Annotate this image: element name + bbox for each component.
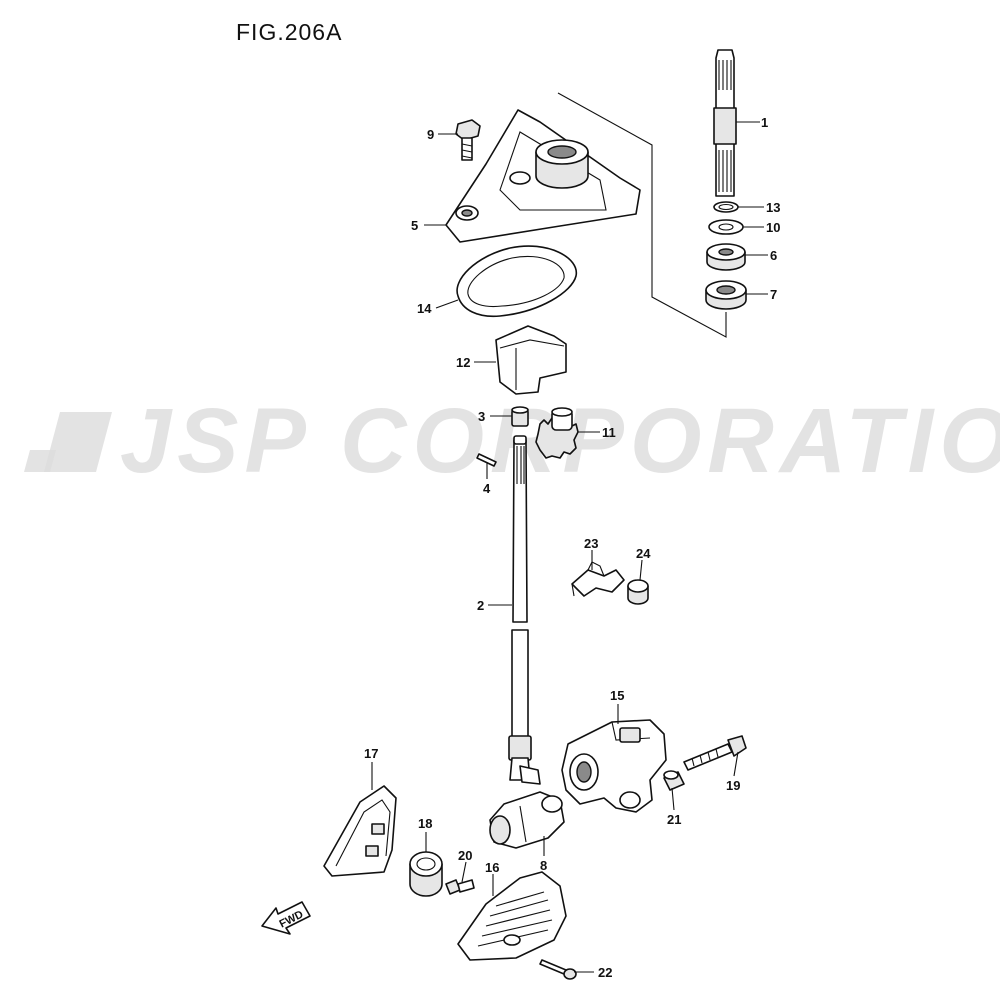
figure-title: FIG.206A bbox=[236, 19, 342, 45]
callout-12: 12 bbox=[456, 355, 470, 370]
callout-24: 24 bbox=[636, 546, 651, 561]
part-24-cap bbox=[627, 579, 649, 605]
part-19-bolt bbox=[683, 735, 747, 771]
part-11-gear bbox=[535, 407, 579, 459]
part-2-shift-rod bbox=[508, 435, 541, 785]
forward-direction-arrow: FWD bbox=[261, 901, 311, 935]
part-12-bracket bbox=[495, 325, 567, 395]
watermark: JSP CORPORATION bbox=[24, 390, 1000, 492]
part-4-pin bbox=[476, 453, 497, 467]
callout-8: 8 bbox=[540, 858, 547, 873]
assembly-bracket-line bbox=[557, 92, 727, 338]
callout-21: 21 bbox=[667, 812, 681, 827]
callout-14: 14 bbox=[417, 301, 432, 316]
part-18-bushing bbox=[409, 851, 443, 897]
part-5-housing bbox=[445, 109, 641, 243]
callout-20: 20 bbox=[458, 848, 472, 863]
leader-lines bbox=[371, 121, 768, 973]
callout-9: 9 bbox=[427, 127, 434, 142]
part-7-seal bbox=[705, 280, 747, 310]
part-22-screw bbox=[539, 959, 577, 980]
callout-5: 5 bbox=[411, 218, 418, 233]
part-15-shift-housing bbox=[561, 719, 667, 813]
callout-10: 10 bbox=[766, 220, 780, 235]
part-17-cover bbox=[323, 785, 397, 877]
part-13-ring bbox=[713, 201, 739, 213]
callout-16: 16 bbox=[485, 860, 499, 875]
callout-labels: 1 2 3 4 5 6 7 8 9 10 11 12 13 14 15 16 1… bbox=[364, 115, 780, 980]
callout-18: 18 bbox=[418, 816, 432, 831]
part-3-collar bbox=[511, 406, 529, 427]
part-1-upper-shaft bbox=[713, 49, 737, 197]
callout-1: 1 bbox=[761, 115, 768, 130]
callout-19: 19 bbox=[726, 778, 740, 793]
callout-15: 15 bbox=[610, 688, 624, 703]
callout-3: 3 bbox=[478, 409, 485, 424]
part-10-washer bbox=[708, 219, 744, 235]
callout-6: 6 bbox=[770, 248, 777, 263]
callout-7: 7 bbox=[770, 287, 777, 302]
part-20-bolt bbox=[445, 879, 475, 895]
callout-22: 22 bbox=[598, 965, 612, 980]
part-9-bolt bbox=[455, 119, 481, 161]
part-14-gasket bbox=[456, 245, 577, 318]
part-6-washer bbox=[706, 243, 746, 271]
part-23-clip bbox=[571, 561, 625, 597]
part-8-cam bbox=[489, 791, 565, 849]
callout-23: 23 bbox=[584, 536, 598, 551]
callout-2: 2 bbox=[477, 598, 484, 613]
callout-4: 4 bbox=[483, 481, 491, 496]
part-16-grille-cover bbox=[457, 871, 567, 961]
callout-11: 11 bbox=[602, 425, 616, 440]
callout-13: 13 bbox=[766, 200, 780, 215]
part-21-bushing bbox=[663, 770, 685, 791]
callout-17: 17 bbox=[364, 746, 378, 761]
